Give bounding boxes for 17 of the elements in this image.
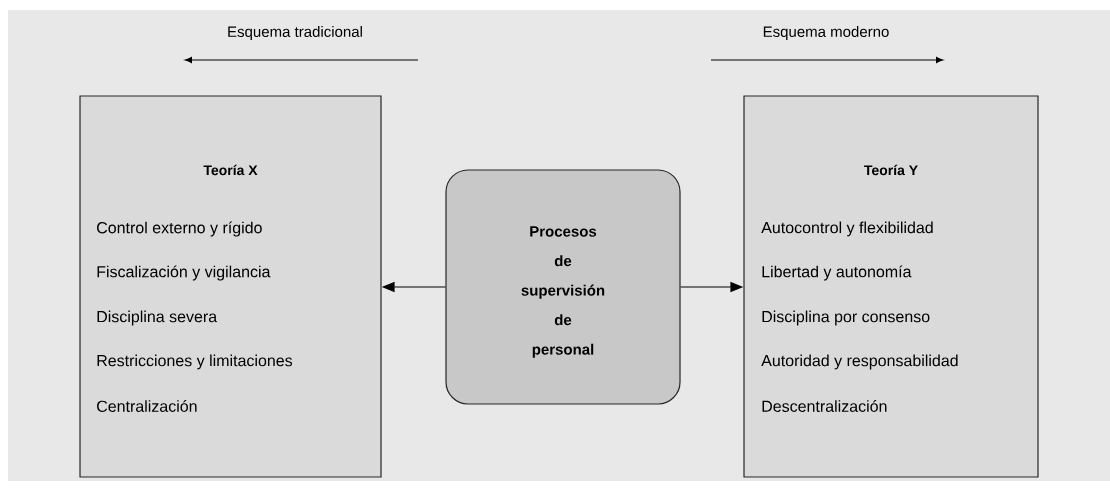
list-item: Libertad y autonomía: [762, 265, 912, 281]
box-heading: Teoría Y: [864, 164, 918, 176]
scheme-label: Esquema moderno: [763, 26, 889, 40]
list-item: Autocontrol y flexibilidad: [761, 221, 933, 237]
list-item: Control externo y rígido: [97, 221, 262, 237]
list-item: Centralización: [97, 400, 197, 412]
list-item: Disciplina por consenso: [762, 310, 930, 326]
theory-box: [79, 95, 382, 478]
list-item: Restricciones y limitaciones: [97, 354, 293, 370]
process-box: Procesos de supervisión de personal: [445, 169, 681, 405]
box-heading: Teoría X: [203, 164, 258, 176]
list-item: Autoridad y responsabilidad: [761, 354, 958, 370]
theory-box: [743, 95, 1039, 478]
list-item: Fiscalización y vigilancia: [97, 265, 271, 281]
scheme-label: Esquema tradicional: [228, 26, 362, 40]
list-item: Descentralización: [762, 400, 887, 412]
list-item: Disciplina severa: [97, 310, 218, 326]
